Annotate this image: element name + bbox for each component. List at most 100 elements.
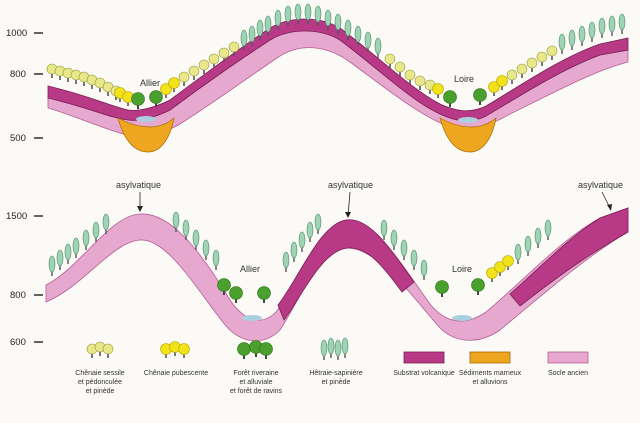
oak-sessile-tree-icon — [86, 341, 114, 359]
top-profile: Allier Loire 1000 800 500 — [6, 3, 629, 153]
legend-item-volcanic: Substrat volcanique — [393, 351, 455, 377]
rip-tree — [131, 92, 145, 110]
legend: Chênaie sessile et pédonculée et pinède … — [75, 337, 589, 395]
bottom-volcanic-layer-center — [277, 219, 415, 321]
fir-tree — [374, 37, 382, 59]
rip-tree — [257, 286, 271, 304]
ancient-basement-swatch — [547, 351, 589, 364]
oak-tree — [516, 63, 528, 79]
fir-tree — [306, 221, 314, 243]
beech-fir-tree-icon — [320, 337, 349, 361]
fir-tree — [298, 231, 306, 253]
fir-tree — [64, 243, 72, 265]
bottom-river-allier: Allier — [240, 264, 260, 274]
top-loire-water — [458, 117, 478, 123]
fir-tree — [72, 237, 80, 259]
asylvatique-label-center: asylvatique — [328, 180, 373, 190]
fir-tree — [48, 255, 56, 277]
legend-label-beech-1: Hêtraie-sapinière — [309, 370, 362, 377]
asylvatique-label-right: asylvatique — [578, 180, 623, 190]
volcanic-substrate-swatch — [403, 351, 445, 364]
legend-label-riparian-2: et alluviale — [239, 379, 272, 386]
fir-tree — [568, 29, 576, 51]
bottom-elevation-axis: 1500 800 600 — [6, 211, 43, 348]
legend-label-volcanic: Substrat volcanique — [393, 370, 455, 377]
rip-tree — [435, 280, 449, 298]
top-volcanic-layer — [47, 18, 629, 122]
oak-tree — [536, 51, 548, 67]
oak-tree — [506, 69, 518, 85]
asylvatique-annotations: asylvatique asylvatique asylvatique — [116, 180, 623, 218]
legend-item-oak-sessile: Chênaie sessile et pédonculée et pinède — [75, 341, 125, 395]
fir-tree — [56, 249, 64, 271]
top-elevation-axis: 1000 800 500 — [6, 28, 43, 144]
fir-tree — [420, 259, 428, 281]
top-socle-layer — [47, 30, 629, 138]
oak-tree — [188, 65, 200, 81]
rip-tree — [229, 286, 243, 304]
fir-tree — [212, 249, 220, 271]
fir-tree — [82, 229, 90, 251]
fir-tree — [410, 249, 418, 271]
legend-label-oak-3: et pinède — [86, 388, 115, 395]
top-tick-800: 800 — [10, 69, 26, 80]
riparian-forest-tree-icon — [237, 340, 273, 360]
bottom-profile: Allier Loire asylvatique asylvatique asy… — [6, 180, 629, 348]
legend-label-riparian-1: Forêt riveraine — [233, 370, 278, 377]
legend-item-beech-fir: Hêtraie-sapinière et pinède — [309, 337, 363, 386]
legend-label-riparian-3: et forêt de ravins — [230, 388, 283, 395]
fir-tree — [380, 219, 388, 241]
bottom-allier-water — [242, 315, 262, 321]
marl-sediment-swatch — [469, 351, 511, 364]
fir-tree — [588, 21, 596, 43]
fir-tree — [534, 227, 542, 249]
legend-item-sediment: Sédiments marneux et alluvions — [459, 351, 522, 386]
pub-tree — [432, 83, 444, 99]
oak-tree — [546, 45, 558, 61]
legend-label-beech-2: et pinède — [322, 379, 351, 386]
asylvatique-label-left: asylvatique — [116, 180, 161, 190]
oak-tree — [414, 75, 426, 91]
fir-tree — [608, 15, 616, 37]
fir-tree — [558, 33, 566, 55]
fir-tree — [290, 241, 298, 263]
legend-label-oak-2: et pédonculée — [78, 379, 122, 386]
rip-tree — [471, 278, 485, 296]
fir-tree — [524, 235, 532, 257]
bottom-tick-600: 600 — [10, 337, 26, 348]
top-loire-sediment — [439, 117, 497, 153]
fir-tree — [514, 243, 522, 265]
fir-tree — [314, 213, 322, 235]
rip-tree — [443, 90, 457, 108]
fir-tree — [202, 239, 210, 261]
fir-tree — [578, 25, 586, 47]
legend-item-pubescent: Chênaie pubescente — [144, 341, 208, 377]
bottom-volcanic-layer-right — [509, 207, 629, 307]
top-allier-sediment — [117, 117, 175, 153]
legend-label-socle: Socle ancien — [548, 370, 588, 377]
legend-item-riparian: Forêt riveraine et alluviale et forêt de… — [230, 340, 283, 395]
pubescent-oak-tree-icon — [160, 341, 190, 359]
top-tick-1000: 1000 — [6, 28, 27, 39]
bottom-tick-800: 800 — [10, 290, 26, 301]
fir-tree — [598, 17, 606, 39]
top-tick-500: 500 — [10, 133, 26, 144]
rip-tree — [473, 88, 487, 106]
legend-label-pubescent: Chênaie pubescente — [144, 370, 208, 377]
oak-tree — [526, 57, 538, 73]
fir-tree — [282, 251, 290, 273]
bottom-tick-1500: 1500 — [6, 211, 27, 222]
fir-tree — [618, 13, 626, 35]
legend-label-sediment-1: Sédiments marneux — [459, 370, 522, 377]
fir-tree — [400, 239, 408, 261]
top-allier-water — [136, 116, 156, 122]
top-river-allier: Allier — [140, 78, 160, 88]
legend-item-socle: Socle ancien — [547, 351, 589, 377]
fir-tree — [390, 229, 398, 251]
legend-label-sediment-2: et alluvions — [472, 379, 508, 386]
top-river-loire: Loire — [454, 74, 474, 84]
bottom-loire-water — [452, 315, 472, 321]
oak-tree — [178, 71, 190, 87]
legend-label-oak-1: Chênaie sessile — [75, 370, 125, 377]
